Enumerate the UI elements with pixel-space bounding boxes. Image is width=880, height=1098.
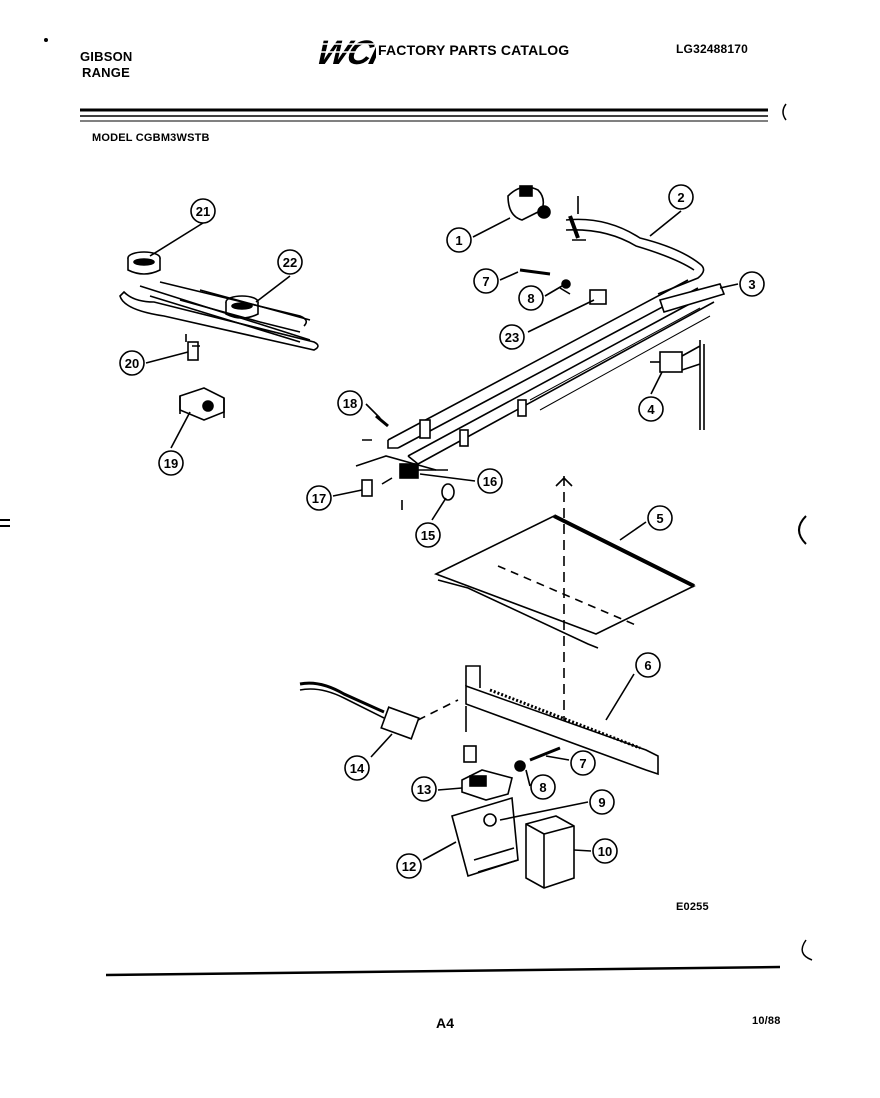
wci-logo: WCI bbox=[313, 35, 376, 70]
callout-10: 10 bbox=[598, 844, 612, 859]
oven-burner bbox=[299, 665, 659, 776]
footer-rule bbox=[105, 965, 781, 977]
callout-22: 22 bbox=[283, 255, 297, 270]
header-rules bbox=[80, 103, 787, 122]
callout-9: 9 bbox=[598, 795, 605, 810]
callout-7: 7 bbox=[482, 274, 489, 289]
callout-15: 15 bbox=[421, 528, 435, 543]
catalog-title: FACTORY PARTS CATALOG bbox=[378, 42, 570, 58]
callout-2: 2 bbox=[677, 190, 684, 205]
callout-17: 17 bbox=[312, 491, 326, 506]
top-burner-assembly bbox=[119, 251, 319, 421]
callouts: 21 22 20 19 1 2 3 4 7 8 23 18 17 16 15 5… bbox=[119, 184, 765, 879]
model-number: MODEL CGBM3WSTB bbox=[92, 132, 210, 144]
callout-5: 5 bbox=[656, 511, 663, 526]
product-type: RANGE bbox=[82, 65, 130, 80]
manifold-assembly bbox=[355, 185, 726, 510]
callout-8: 8 bbox=[527, 291, 534, 306]
margin-marks bbox=[0, 38, 813, 961]
callout-23: 23 bbox=[505, 330, 519, 345]
callout-12: 12 bbox=[402, 859, 416, 874]
callout-6: 6 bbox=[644, 658, 651, 673]
catalog-number: LG32488170 bbox=[676, 42, 749, 56]
brand-name: GIBSON bbox=[80, 49, 133, 64]
page-label: A4 bbox=[436, 1015, 455, 1031]
callout-3: 3 bbox=[748, 277, 755, 292]
callout-21: 21 bbox=[196, 204, 210, 219]
callout-14: 14 bbox=[350, 761, 365, 776]
callout-13: 13 bbox=[417, 782, 431, 797]
callout-8b: 8 bbox=[539, 780, 546, 795]
callout-4: 4 bbox=[647, 402, 655, 417]
diagram-code: E0255 bbox=[676, 901, 709, 913]
callout-20: 20 bbox=[125, 356, 139, 371]
safety-valve-assembly bbox=[451, 745, 575, 889]
callout-19: 19 bbox=[164, 456, 178, 471]
callout-7b: 7 bbox=[579, 756, 586, 771]
callout-18: 18 bbox=[343, 396, 357, 411]
callout-16: 16 bbox=[483, 474, 497, 489]
heat-shield bbox=[433, 476, 696, 720]
callout-1: 1 bbox=[455, 233, 462, 248]
date-code: 10/88 bbox=[752, 1015, 781, 1027]
